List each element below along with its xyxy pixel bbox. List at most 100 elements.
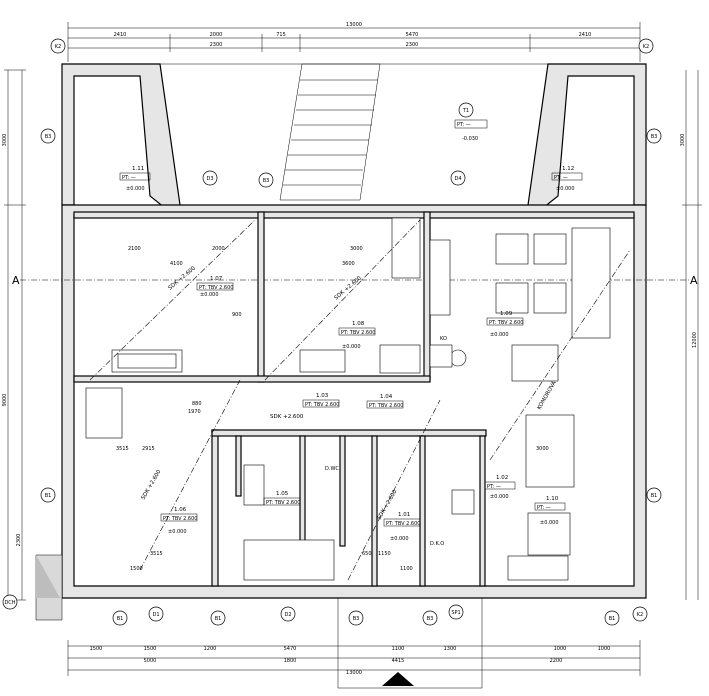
svg-text:±0.000: ±0.000 xyxy=(390,536,409,542)
svg-text:1000: 1000 xyxy=(598,646,611,652)
room-tag: 1.03 PT: TBV 2.600 xyxy=(302,393,339,408)
svg-text:KO: KO xyxy=(440,336,447,342)
room-tag: 1.05 PT: TBV 2.600 xyxy=(263,491,300,506)
room-tag: 1.08 PT: TBV 2.600 ±0.000 xyxy=(338,321,375,350)
svg-text:±0.000: ±0.000 xyxy=(490,332,509,338)
terrace xyxy=(160,63,548,201)
svg-text:3000: 3000 xyxy=(536,446,549,452)
room-tag: 1.10 PT: — ±0.000 xyxy=(534,496,566,526)
svg-text:PT: TBV 2.600: PT: TBV 2.600 xyxy=(199,285,233,291)
room-tag: 1.12 PT: — ±0.000 xyxy=(551,166,583,192)
grid-tag: B1 xyxy=(215,616,222,622)
svg-text:1.05: 1.05 xyxy=(276,491,289,497)
svg-text:5000: 5000 xyxy=(144,658,157,664)
bottom-dimension-chain: 1500 1500 1200 5470 1100 1300 1000 1000 … xyxy=(67,640,641,676)
svg-text:D.WC: D.WC xyxy=(325,466,339,472)
dim-label: 715 xyxy=(276,32,286,38)
svg-text:1.01: 1.01 xyxy=(398,512,410,518)
entry-marker xyxy=(337,597,483,689)
svg-text:PT: TBV 2.600: PT: TBV 2.600 xyxy=(163,516,197,522)
svg-text:1.02: 1.02 xyxy=(496,475,508,481)
svg-text:1000: 1000 xyxy=(554,646,567,652)
svg-text:1.07: 1.07 xyxy=(210,276,223,282)
bottom-total-dimension: 13000 xyxy=(346,670,362,676)
svg-text:2000: 2000 xyxy=(212,246,225,252)
svg-text:PT: —: PT: — xyxy=(487,484,501,490)
grid-tag: B3 xyxy=(45,134,52,140)
dim-label: 2000 xyxy=(210,32,223,38)
svg-text:PT: —: PT: — xyxy=(122,175,136,181)
grid-tag: T1 xyxy=(462,108,469,114)
svg-text:1500: 1500 xyxy=(130,566,143,572)
svg-text:1150: 1150 xyxy=(378,551,391,557)
grid-tag: K2 xyxy=(55,44,61,50)
dim-label: 2300 xyxy=(16,534,22,547)
dim-label: 2300 xyxy=(210,42,223,48)
svg-text:±0.000: ±0.000 xyxy=(168,529,187,535)
svg-text:4415: 4415 xyxy=(392,658,405,664)
svg-text:PT: TBV 2.600: PT: TBV 2.600 xyxy=(305,402,339,408)
svg-text:PT: TBV 2.600: PT: TBV 2.600 xyxy=(369,403,403,409)
room-tag: 1.07 PT: TBV 2.600 ±0.000 xyxy=(196,276,233,298)
grid-tag: B3 xyxy=(427,616,434,622)
svg-text:3515: 3515 xyxy=(116,446,129,452)
svg-text:2915: 2915 xyxy=(142,446,155,452)
svg-text:3515: 3515 xyxy=(150,551,163,557)
grid-tag: K2 xyxy=(637,612,643,618)
svg-text:1200: 1200 xyxy=(204,646,217,652)
svg-text:±0.000: ±0.000 xyxy=(556,186,575,192)
grid-tag: K2 xyxy=(643,44,649,50)
dim-label: 3000 xyxy=(680,134,686,147)
svg-text:1100: 1100 xyxy=(400,566,413,572)
svg-text:PT: TBV 2.600: PT: TBV 2.600 xyxy=(489,320,523,326)
svg-text:1500: 1500 xyxy=(90,646,103,652)
svg-text:PT: TBV 2.600: PT: TBV 2.600 xyxy=(266,500,300,506)
dim-label: 2410 xyxy=(579,32,592,38)
dim-label: 9000 xyxy=(2,394,8,407)
svg-text:±0.000: ±0.000 xyxy=(540,520,559,526)
room-tag: 1.04 PT: TBV 2.600 xyxy=(366,394,403,409)
svg-text:2100: 2100 xyxy=(128,246,141,252)
grid-tag: D3 xyxy=(206,176,213,182)
svg-text:1.04: 1.04 xyxy=(380,394,393,400)
svg-text:1100: 1100 xyxy=(392,646,405,652)
svg-text:D.K.O: D.K.O xyxy=(430,541,444,547)
svg-text:1.11: 1.11 xyxy=(132,166,144,172)
grid-tag: D1 xyxy=(152,612,159,618)
svg-text:PT: TBV 2.600: PT: TBV 2.600 xyxy=(386,521,420,527)
dim-label: 2300 xyxy=(406,42,419,48)
dim-label: 5470 xyxy=(406,32,419,38)
grid-tag: B1 xyxy=(651,493,658,499)
svg-text:5470: 5470 xyxy=(284,646,297,652)
grid-tag: D2 xyxy=(284,612,291,618)
right-dimension-chain: 3000 12000 xyxy=(680,70,702,600)
top-total-dimension: 13000 xyxy=(346,22,362,28)
svg-text:1.09: 1.09 xyxy=(500,311,513,317)
interior-dimensions: 2100 2000 3600 3000 4100 3515 2915 900 3… xyxy=(116,246,549,572)
top-dimension-chain: 13000 2410 2000 715 5470 2410 2300 2300 xyxy=(67,22,641,62)
grid-tag: D4 xyxy=(454,176,461,182)
svg-text:4100: 4100 xyxy=(170,261,183,267)
svg-text:1970: 1970 xyxy=(188,409,201,415)
svg-text:1.08: 1.08 xyxy=(352,321,365,327)
dim-label: 3000 xyxy=(2,134,8,147)
svg-text:1800: 1800 xyxy=(284,658,297,664)
room-tag: 1.02 PT: — ±0.000 xyxy=(484,475,516,500)
dim-label: 2410 xyxy=(114,32,127,38)
svg-text:650: 650 xyxy=(362,551,372,557)
slope-lines xyxy=(89,219,631,581)
room-tag: 1.11 PT: — ±0.000 xyxy=(119,166,151,192)
svg-text:3000: 3000 xyxy=(350,246,363,252)
svg-text:PT: —: PT: — xyxy=(537,505,551,511)
grid-tag: B3 xyxy=(263,178,270,184)
svg-text:1.03: 1.03 xyxy=(316,393,329,399)
furniture xyxy=(85,217,611,581)
grid-tag: B3 xyxy=(651,134,658,140)
svg-text:2200: 2200 xyxy=(550,658,563,664)
grid-tag: B3 xyxy=(353,616,360,622)
svg-text:1.10: 1.10 xyxy=(546,496,559,502)
slope-label: SDK +2.600 xyxy=(270,414,304,420)
interior-walls xyxy=(73,211,635,587)
grid-tag: B1 xyxy=(117,616,124,622)
svg-text:1.12: 1.12 xyxy=(562,166,574,172)
